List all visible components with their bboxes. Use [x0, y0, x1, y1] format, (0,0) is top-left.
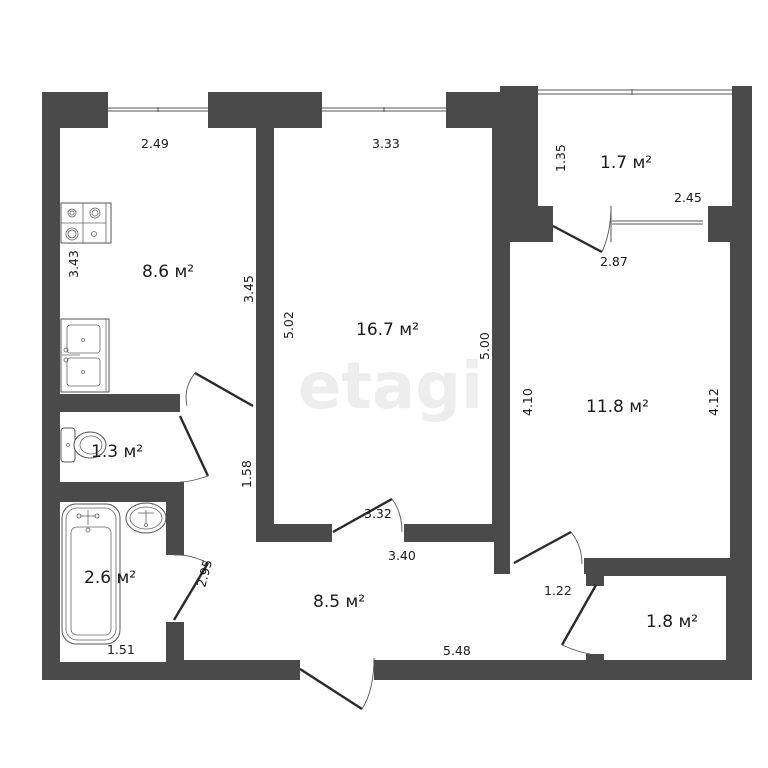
living-right-dim: 5.00 — [477, 332, 492, 360]
entrance-door-opening — [300, 656, 374, 684]
living-room-floor — [274, 128, 492, 524]
toilet-door[interactable] — [178, 415, 210, 483]
storage-area-label: 1.8 м² — [646, 612, 698, 632]
hallway-floor — [166, 394, 586, 660]
washbasin-icon — [125, 502, 167, 534]
hallway-bottom-dim: 5.48 — [443, 643, 471, 658]
living-room-area-label: 16.7 м² — [356, 320, 419, 340]
balcony-bottom-dim: 2.45 — [674, 190, 702, 205]
sink-icon — [60, 318, 110, 393]
balcony-window — [538, 86, 732, 100]
bathroom-bottom-dim: 1.51 — [107, 642, 135, 657]
living-bottom-dim: 3.32 — [364, 506, 392, 521]
bedroom-floor — [510, 242, 730, 558]
hallway-left-dim: 1.58 — [239, 460, 254, 488]
dimension-labels: 2.49 3.43 3.45 3.33 5.02 5.00 3.32 1.35 … — [66, 136, 721, 658]
living-door-opening — [332, 520, 404, 544]
kitchen-door-opening — [185, 390, 253, 400]
balcony-door[interactable] — [552, 205, 612, 254]
bedroom-left-dim: 4.10 — [520, 388, 535, 416]
hallway-area-label: 8.5 м² — [313, 592, 365, 612]
balcony-area-label: 1.7 м² — [600, 153, 652, 173]
bedroom-top-dim: 2.87 — [600, 254, 628, 269]
toilet-icon — [60, 427, 107, 463]
bathroom-door[interactable] — [172, 554, 210, 621]
living-left-dim: 5.02 — [281, 311, 296, 339]
bathroom-door-opening — [160, 555, 188, 622]
bedroom-door[interactable] — [513, 530, 583, 565]
stove-icon — [60, 202, 112, 244]
bathroom-right-dim: 2.95 — [193, 558, 215, 589]
bathroom-area-label: 2.6 м² — [84, 568, 136, 588]
bathtub-icon — [61, 503, 121, 645]
storage-door[interactable] — [560, 584, 598, 655]
kitchen-door[interactable] — [185, 371, 254, 408]
storage-door-opening — [582, 586, 606, 654]
kitchen-right-dim: 3.45 — [241, 275, 256, 303]
balcony-left-dim: 1.35 — [553, 144, 568, 172]
toilet-area-label: 1.3 м² — [91, 442, 143, 462]
kitchen-area-label: 8.6 м² — [142, 262, 194, 282]
bedroom-door-opening — [510, 552, 584, 576]
entrance-door[interactable] — [299, 657, 375, 711]
watermark-logo: etagi — [298, 350, 483, 424]
windows — [108, 86, 732, 242]
hallway-right-dim: 1.22 — [544, 583, 572, 598]
kitchen-left-dim: 3.43 — [66, 250, 81, 278]
balcony-floor — [538, 100, 732, 206]
area-labels: 8.6 м² 16.7 м² 1.7 м² 11.8 м² 1.3 м² 2.6… — [84, 153, 698, 632]
living-top-dim: 3.33 — [372, 136, 400, 151]
kitchen-window — [108, 92, 208, 128]
living-room-door[interactable] — [332, 497, 403, 534]
kitchen-top-dim: 2.49 — [141, 136, 169, 151]
bedroom-right-dim: 4.12 — [706, 388, 721, 416]
bedroom-area-label: 11.8 м² — [586, 397, 649, 417]
hallway-top-dim: 3.40 — [388, 548, 416, 563]
storage-floor — [604, 576, 726, 660]
living-room-window — [322, 92, 446, 128]
doors — [172, 205, 612, 711]
